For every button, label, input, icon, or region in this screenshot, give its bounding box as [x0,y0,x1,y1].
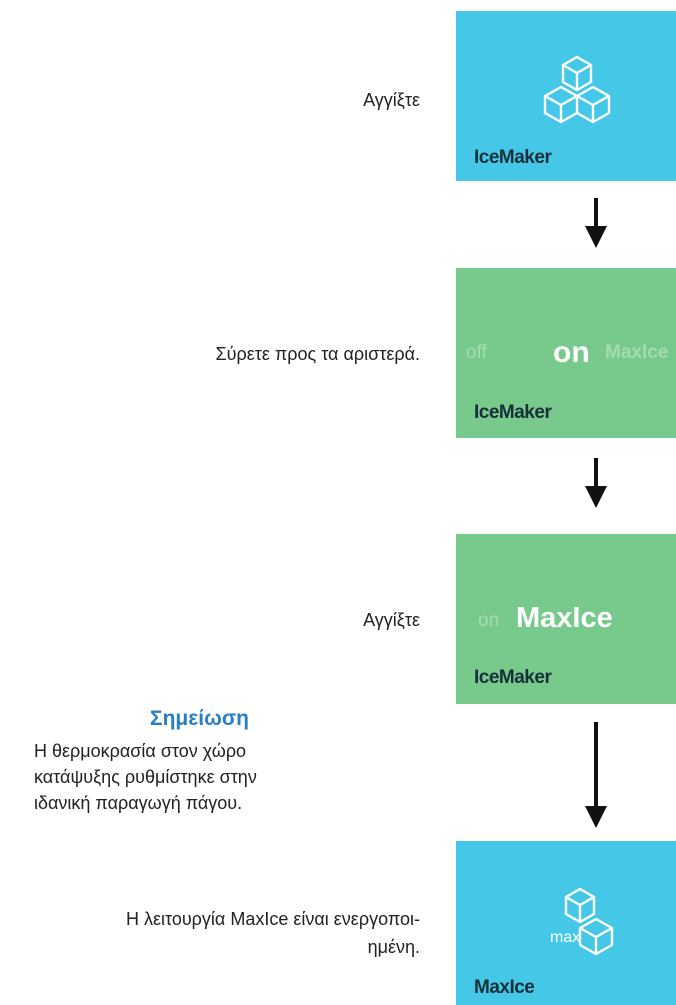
step1-instruction: Αγγίξτε [363,90,420,110]
tile-label: IceMaker [474,147,552,168]
max-ice-cubes-icon [564,887,614,956]
tile-label: MaxIce [474,977,535,998]
step2-instruction: Σύρετε προς τα αριστερά. [215,344,420,364]
max-icon-text: max [550,929,581,946]
note-line: ιδανική παραγωγή πάγου. [34,793,243,813]
icemaker-mode-selector[interactable]: on MaxIce IceMaker [456,534,676,704]
option-maxice[interactable]: MaxIce [516,602,613,634]
option-off[interactable]: off [466,342,487,363]
tile-label: IceMaker [474,402,552,423]
option-on[interactable]: on [553,336,590,369]
arrow-down-icon [585,198,607,248]
ice-cubes-icon [543,55,611,124]
arrow-down-icon [585,458,607,508]
step4-instruction-line: ημένη. [367,937,420,957]
icemaker-mode-selector[interactable]: off on MaxIce IceMaker [456,268,676,438]
note-body: Η θερμοκρασία στον χώρο κατάψυξης ρυθμίσ… [34,738,364,816]
maxice-tile[interactable]: max MaxIce [456,841,676,1005]
note-line: Η θερμοκρασία στον χώρο [34,741,247,761]
step4-instruction: Η λειτουργία MaxIce είναι ενεργοποι- ημέ… [126,905,420,961]
icemaker-tile[interactable]: IceMaker [456,11,676,181]
step3-instruction: Αγγίξτε [363,610,420,630]
arrow-down-icon [585,722,607,828]
note-title: Σημείωση [150,707,250,730]
option-on[interactable]: on [478,610,500,631]
step4-instruction-line: Η λειτουργία MaxIce είναι ενεργοποι- [125,909,420,929]
tile-label: IceMaker [474,667,552,688]
note-line: κατάψυξης ρυθμίστηκε στην [34,767,257,787]
option-maxice[interactable]: MaxIce [605,342,669,363]
